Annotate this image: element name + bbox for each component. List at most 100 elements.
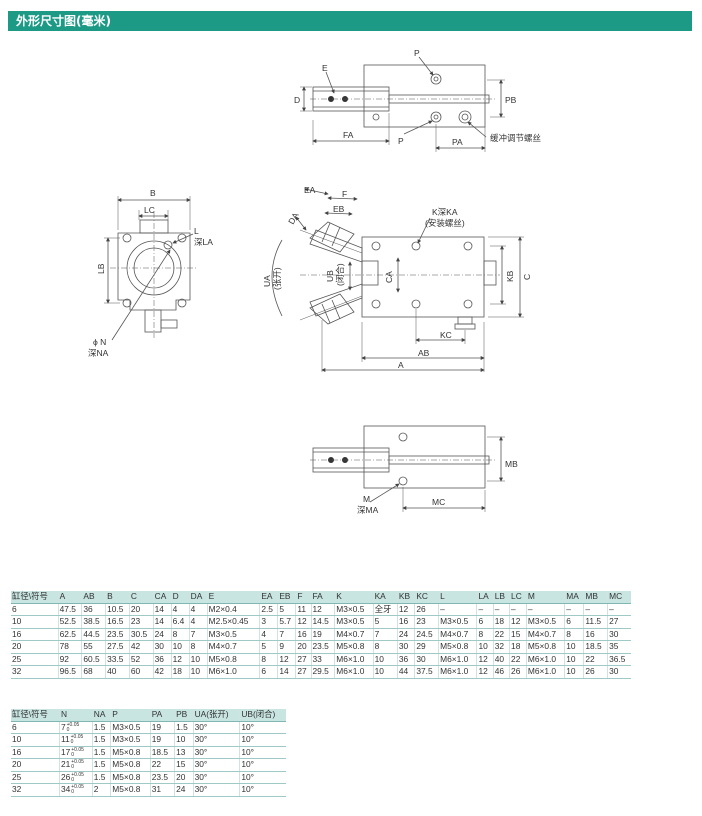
table-cell: 42 [152, 665, 172, 679]
table-cell: 29.5 [310, 665, 335, 679]
header-cell: PA [149, 709, 175, 722]
label-e: E [322, 63, 328, 73]
top-view: P E D PB FA P PA 缓冲调节螺丝 [294, 48, 542, 152]
table-cell: 7 [277, 628, 296, 641]
table-cell: 20 [128, 603, 154, 616]
table-cell: M6×1.0 [206, 665, 260, 679]
header-cell: KC [414, 591, 439, 604]
table-cell: 8 [476, 628, 494, 641]
table-cell: 46 [492, 665, 510, 679]
table-cell: 12 [509, 615, 527, 629]
label-lc: LC [144, 205, 155, 215]
label-ca: CA [384, 271, 394, 283]
table-cell: 26 [583, 665, 608, 679]
table-cell: 30 [152, 640, 172, 654]
table-cell: 24 [396, 628, 415, 641]
label-pb: PB [505, 95, 517, 105]
table-cell: 42 [128, 640, 154, 654]
table-cell: 18 [170, 665, 190, 679]
label-la: 深LA [194, 237, 213, 247]
technical-drawings: P E D PB FA P PA 缓冲调节螺丝 [88, 48, 542, 515]
table-cell: 14.5 [310, 615, 335, 629]
header-cell: KB [396, 591, 415, 604]
table-cell: M5×0.8 [206, 653, 260, 666]
table-cell: M5×0.8 [334, 640, 374, 654]
table-cell: 32 [11, 665, 59, 679]
table-cell: M3×0.5 [110, 721, 151, 734]
table-cell: 18.5 [149, 746, 175, 759]
table-cell: 4 [170, 603, 190, 616]
table-cell: – [583, 603, 608, 616]
header-cell: MC [607, 591, 631, 604]
table-cell: 23 [414, 615, 439, 629]
label-f: F [342, 189, 347, 199]
table-cell: 30° [192, 746, 240, 759]
section-header: 外形尺寸图(毫米) [8, 11, 692, 31]
table-cell: 30 [396, 640, 415, 654]
label-c: C [522, 274, 532, 280]
table-cell: M5×0.8 [438, 640, 477, 654]
bottom-view: MB M 深MA MC [310, 425, 518, 515]
header-cell: D [170, 591, 190, 604]
table-cell: 36 [152, 653, 172, 666]
header-cell: P [110, 709, 151, 722]
header-cell: E [206, 591, 260, 604]
table-cell: 4 [259, 628, 278, 641]
table-cell: 11.5 [583, 615, 608, 629]
table-cell: 37.5 [414, 665, 439, 679]
label-cushion-screw: 缓冲调节螺丝 [490, 133, 542, 143]
table-cell: 1.5 [174, 721, 194, 734]
table-cell: 40 [492, 653, 510, 666]
table-cell: 22 [149, 758, 175, 772]
table-cell: 7 [188, 628, 208, 641]
table-cell: 8 [188, 640, 208, 654]
table-cell: 20 [295, 640, 311, 654]
label-ma: 深MA [357, 505, 379, 515]
table-cell: 1.5 [91, 721, 111, 734]
table-cell: 12 [295, 615, 311, 629]
table-cell: 18 [492, 615, 510, 629]
table-cell: 12 [476, 653, 494, 666]
label-eb: EB [333, 204, 345, 214]
table-cell: M6×1.0 [525, 665, 565, 679]
table-cell: 20 [174, 771, 194, 784]
table-cell: 1.5 [91, 746, 111, 759]
table-cell: 44 [396, 665, 415, 679]
table-cell: 3 [259, 615, 278, 629]
label-na: 深NA [88, 348, 109, 358]
table-cell: 33 [310, 653, 335, 666]
table-cell: 10 [188, 665, 208, 679]
table-cell: 23.5 [105, 628, 130, 641]
label-p-top: P [414, 48, 420, 58]
table-cell: 10° [239, 758, 286, 772]
table-cell: 23.5 [310, 640, 335, 654]
label-m: M [363, 494, 370, 504]
table-cell: 36 [396, 653, 415, 666]
table-cell: 12 [277, 653, 296, 666]
table-cell: 11 [295, 603, 311, 616]
table-cell: 40 [105, 665, 130, 679]
table-cell: 25 [11, 771, 60, 784]
header-cell: F [295, 591, 311, 604]
label-pa: PA [452, 137, 463, 147]
table-cell: 全牙 [372, 603, 398, 616]
table-cell: M6×1.0 [438, 653, 477, 666]
table-cell: M5×0.8 [110, 758, 151, 772]
header-cell: CA [152, 591, 172, 604]
table-cell: 60 [128, 665, 154, 679]
header-cell: A [57, 591, 82, 604]
header-cell: NA [91, 709, 111, 722]
table-cell: 16 [295, 628, 311, 641]
